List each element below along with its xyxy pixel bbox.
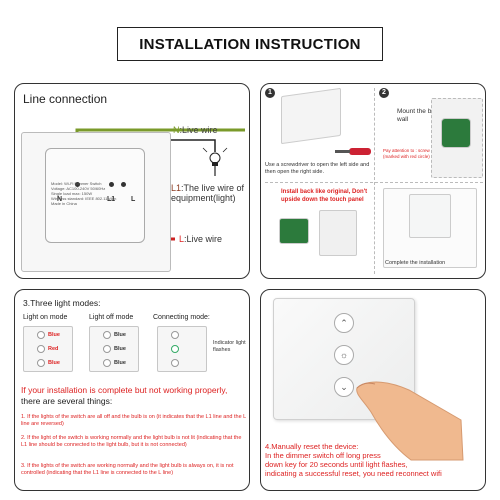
step-2-text: Mount the base on the wall xyxy=(397,108,462,123)
installed-switch xyxy=(409,194,451,238)
terminal-l1-label: L1 xyxy=(107,196,116,203)
reset-line-1: 4.Manually reset the device: xyxy=(265,442,359,451)
mode-off-switch: Blue Blue Blue xyxy=(89,326,139,372)
light-modes-title: 3.Three light modes: xyxy=(23,298,101,308)
l1-wire-label: L1:The live wire of equipment(light) xyxy=(171,183,245,203)
up-button-icon xyxy=(37,331,45,339)
dim-button-icon xyxy=(171,345,179,353)
mode-off-heading: Light off mode xyxy=(89,314,134,321)
led-label: Blue xyxy=(48,360,60,366)
step-1-badge: 1 xyxy=(265,88,275,98)
down-arrow-icon: ⌄ xyxy=(334,377,354,397)
down-button-icon xyxy=(37,359,45,367)
terminal-n-label: N xyxy=(57,196,63,203)
terminal-n-screw xyxy=(75,182,80,187)
step-1-image xyxy=(281,87,341,145)
step-3-warning: Install back like original, Don't upside… xyxy=(281,189,368,203)
step-4-text: Complete the installation xyxy=(385,260,446,266)
led-label: Blue xyxy=(114,360,126,366)
troubleshoot-note-2: 2. If the light of the switch is working… xyxy=(21,435,242,448)
led-label: Blue xyxy=(114,346,126,352)
troubleshoot-note-3: 3. If the lights of the switch are worki… xyxy=(21,463,234,476)
dim-button-icon xyxy=(37,345,45,353)
reset-panel: ⌃ ☼ ⌄ 4.Manually reset the device: In th… xyxy=(260,289,486,491)
reset-line-4: indicating a successful reset, you need … xyxy=(265,469,442,478)
indicator-label: Indicator light flashes xyxy=(213,340,246,353)
mode-on-heading: Light on mode xyxy=(23,314,68,321)
light-modes-panel: 3.Three light modes: Light on mode Light… xyxy=(14,289,250,491)
page-header: INSTALLATION INSTRUCTION xyxy=(117,27,383,61)
terminal-l1-screw xyxy=(109,182,114,187)
down-button-icon xyxy=(171,359,179,367)
reset-line-3: down key for 20 seconds until light flas… xyxy=(265,460,408,469)
terminal-l-screw xyxy=(121,182,126,187)
step-2-badge: 2 xyxy=(379,88,389,98)
pressing-hand-icon xyxy=(356,381,464,461)
switch-body xyxy=(45,148,145,243)
step-3-board xyxy=(279,218,309,244)
page-title: INSTALLATION INSTRUCTION xyxy=(139,35,361,53)
led-label: Blue xyxy=(114,332,126,338)
reset-instructions: 4.Manually reset the device: In the dimm… xyxy=(265,442,483,478)
terminal-l-label: L xyxy=(131,196,136,203)
step-1-text: Use a screwdriver to open the left side … xyxy=(265,162,370,175)
brightness-icon: ☼ xyxy=(334,345,354,365)
down-button-icon xyxy=(103,359,111,367)
mode-connect-switch xyxy=(157,326,207,372)
l-wire-label: L:Live wire xyxy=(179,234,223,244)
mode-on-switch: Blue Red Blue xyxy=(23,326,73,372)
up-button-icon xyxy=(171,331,179,339)
step-3-panel xyxy=(319,210,357,256)
step-2-note: Pay attention to : screw (marked with re… xyxy=(383,148,430,159)
divider xyxy=(374,88,375,274)
line-connection-title: Line connection xyxy=(23,92,108,106)
up-button-icon xyxy=(103,331,111,339)
up-arrow-icon: ⌃ xyxy=(334,313,354,333)
n-wire-label: N:Live wire xyxy=(173,125,218,135)
led-label: Blue xyxy=(48,332,60,338)
light-bulb-icon xyxy=(202,145,228,176)
line-connection-panel: Line connection N L1 L Model: Wi-Fi Dimm… xyxy=(14,83,250,279)
troubleshoot-note-1: 1. If the lights of the switch are all o… xyxy=(21,414,247,427)
divider xyxy=(265,182,483,183)
install-steps-panel: 1 Use a screwdriver to open the left sid… xyxy=(260,83,486,279)
troubleshoot-heading: If your installation is complete but not… xyxy=(21,385,228,406)
mode-connect-heading: Connecting mode: xyxy=(153,314,210,321)
switch-base-board xyxy=(441,118,471,148)
screwdriver-icon xyxy=(335,148,371,155)
dim-button-icon xyxy=(103,345,111,353)
switch-spec-text: Model: Wi-Fi Dimmer Switch Voltage: AC10… xyxy=(51,181,117,206)
reset-line-2: In the dimmer switch off long press xyxy=(265,451,381,460)
led-label: Red xyxy=(48,346,59,352)
